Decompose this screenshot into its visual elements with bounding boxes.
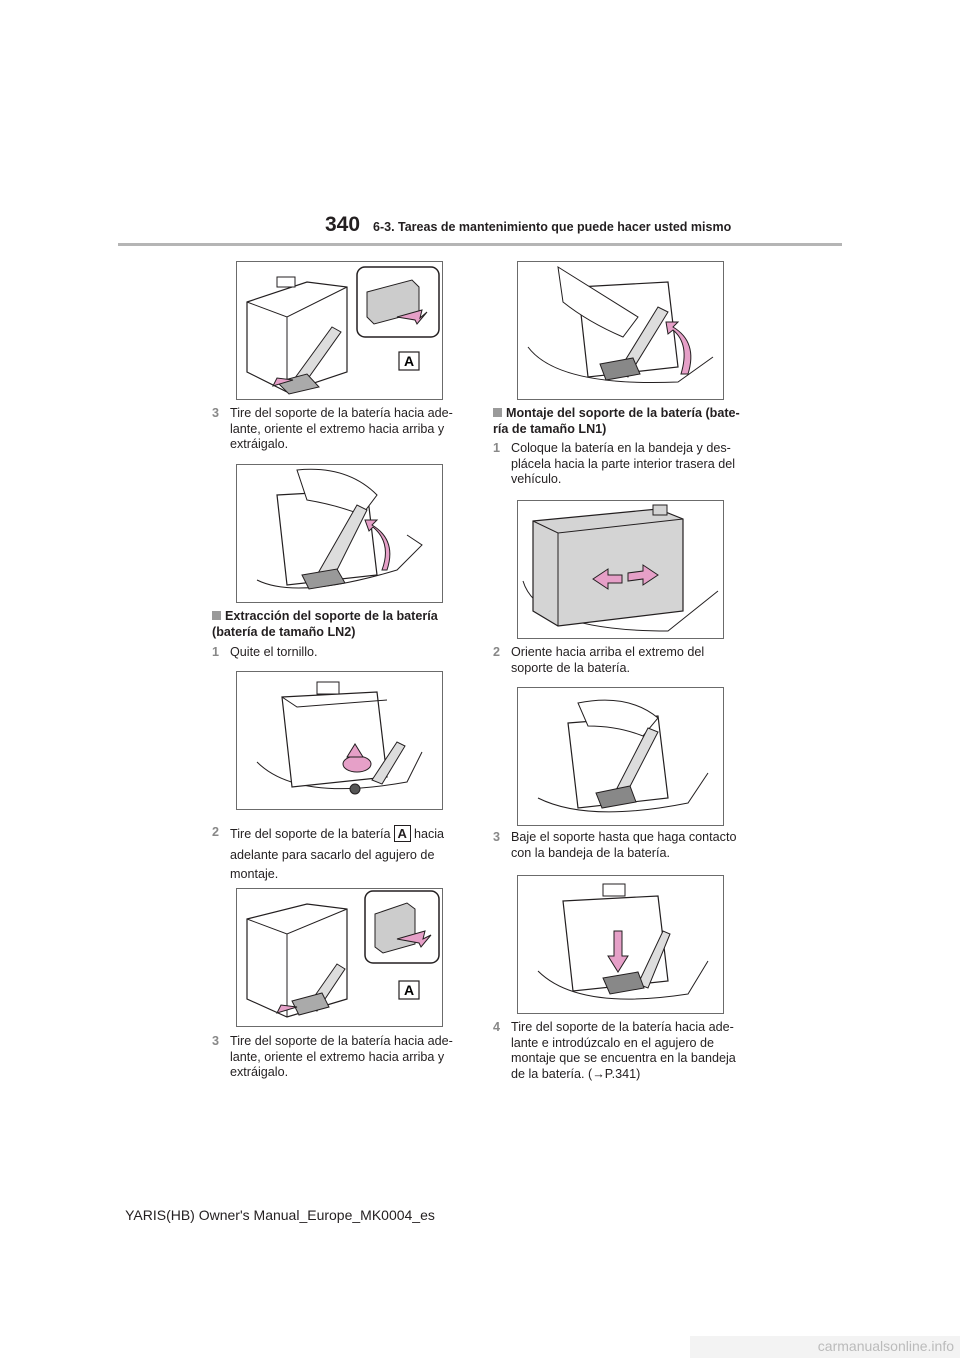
heading-bullet bbox=[212, 611, 221, 620]
heading-install-ln1: Montaje del soporte de la batería (bate-… bbox=[493, 406, 753, 437]
step-text: Tire del soporte de la batería hacia ade… bbox=[230, 406, 453, 451]
page-number: 340 bbox=[325, 213, 361, 236]
watermark-text: carmanualsonline.info bbox=[817, 1338, 954, 1354]
step-text: Coloque la batería en la bandeja y des- … bbox=[511, 441, 736, 486]
step-number: 3 bbox=[493, 830, 501, 844]
step-number: 3 bbox=[212, 1034, 220, 1048]
step-number: 2 bbox=[493, 645, 501, 659]
step-2-continuation: adelante para sacarlo del agujero de mon… bbox=[230, 848, 435, 881]
step-text: Oriente hacia arriba el extremo del sopo… bbox=[511, 645, 705, 675]
step-text: Tire del soporte de la batería hacia ade… bbox=[230, 1034, 453, 1079]
page-header: 340 6-3. Tareas de mantenimiento que pue… bbox=[0, 0, 960, 250]
heading-text: Extracción del soporte de la batería (ba… bbox=[212, 609, 438, 639]
page-footer: YARIS(HB) Owner's Manual_Europe_MK0004_e… bbox=[0, 1207, 960, 1223]
callout-a-inline: A bbox=[393, 825, 411, 842]
step-number: 4 bbox=[493, 1020, 501, 1034]
step-text: Tire del soporte de la batería hacia ade… bbox=[511, 1020, 736, 1081]
step-number: 1 bbox=[212, 645, 220, 659]
callout-a-label: A bbox=[404, 353, 414, 369]
callout-a-label: A bbox=[404, 982, 414, 998]
step-text: Baje el soporte hasta que haga contacto … bbox=[511, 830, 737, 860]
figure-place-battery bbox=[517, 500, 724, 639]
figure-pull-bracket-ln1: A bbox=[236, 261, 443, 400]
step-text: Quite el tornillo. bbox=[230, 645, 318, 659]
figure-lift-bracket bbox=[236, 464, 443, 603]
watermark-bar: carmanualsonline.info bbox=[690, 1336, 960, 1358]
heading-bullet bbox=[493, 408, 502, 417]
figure-lower-bracket bbox=[517, 875, 724, 1014]
manual-id: YARIS(HB) Owner's Manual_Europe_MK0004_e… bbox=[125, 1207, 435, 1223]
step-number: 2 bbox=[212, 825, 220, 839]
figure-orient-bracket bbox=[517, 687, 724, 826]
section-title: 6-3. Tareas de mantenimiento que puede h… bbox=[373, 220, 732, 234]
header-rule bbox=[118, 243, 842, 246]
step-number: 1 bbox=[493, 441, 501, 455]
figure-lift-bracket-right bbox=[517, 261, 724, 400]
figure-remove-screw bbox=[236, 671, 443, 810]
step-number: 3 bbox=[212, 406, 220, 420]
figure-pull-bracket-ln2: A bbox=[236, 888, 443, 1027]
heading-remove-ln2: Extracción del soporte de la batería (ba… bbox=[212, 609, 472, 640]
heading-text: Montaje del soporte de la batería (bate-… bbox=[493, 406, 740, 436]
